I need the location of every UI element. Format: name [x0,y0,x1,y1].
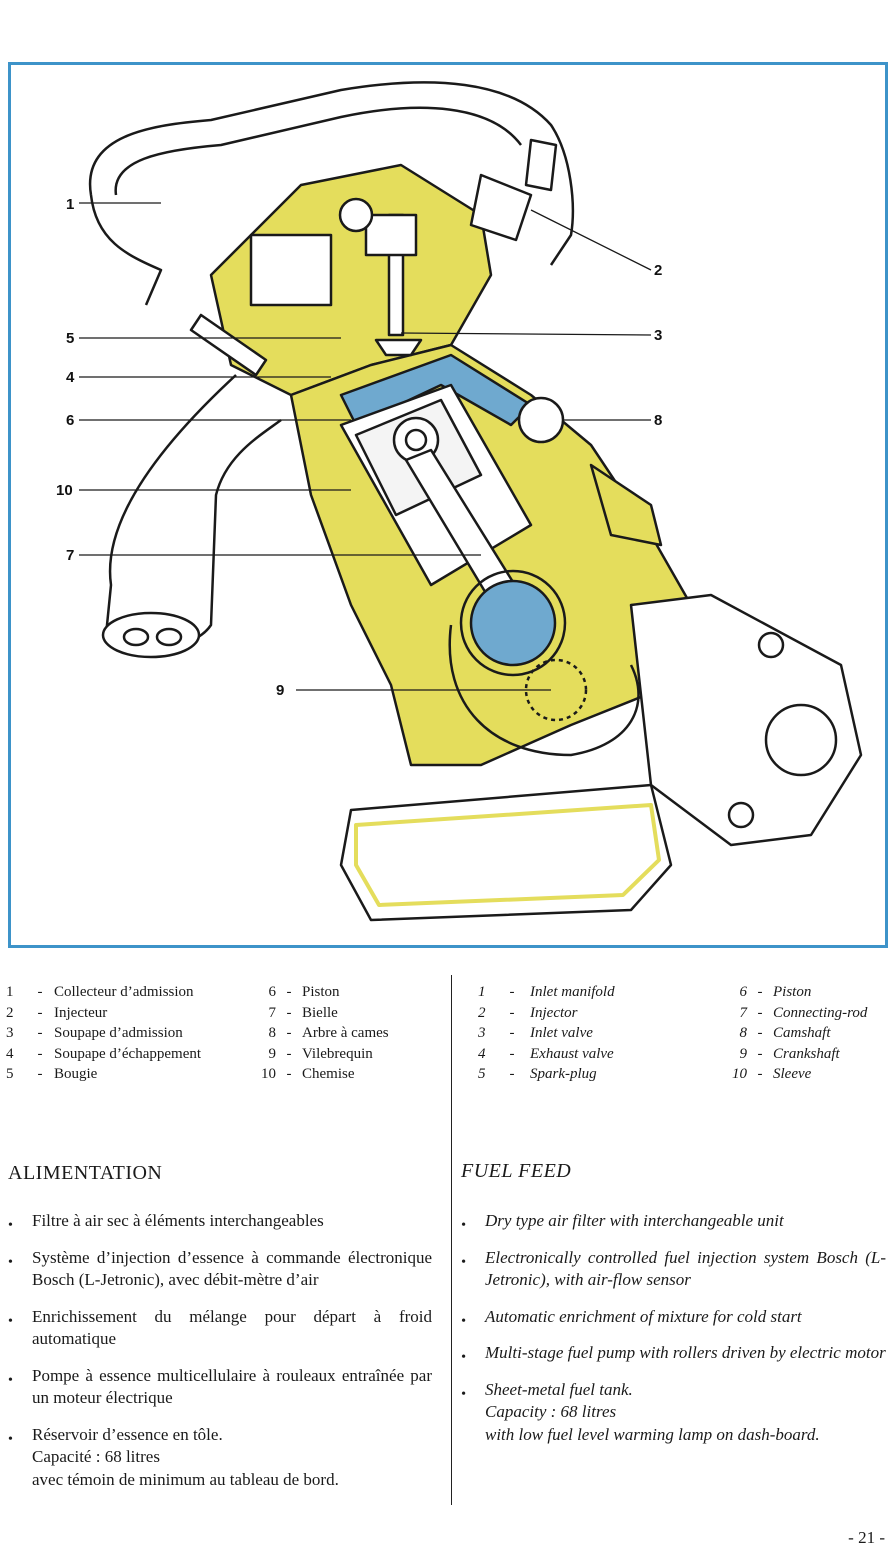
callout-2: 2 [654,262,663,279]
engine-cutaway-figure: 1 2 3 4 5 6 7 8 9 10 [8,62,888,948]
bullet-icon: • [461,1218,466,1233]
callout-4: 4 [66,369,75,386]
legend-row: 4-Exhaust valve [478,1045,614,1062]
legend-french-col2: 6-Piston 7-Bielle 8-Arbre à cames 9-Vile… [254,982,389,1085]
list-item: • Enrichissement du mélange pour départ … [8,1306,432,1349]
legend-row: 9-Vilebrequin [268,1045,373,1062]
bullet-icon: • [8,1372,13,1388]
legend-english-col1: 1-Inlet manifold 2-Injector 3-Inlet valv… [478,982,615,1085]
bullet-icon: • [461,1254,466,1270]
legend-row: 8-Arbre à cames [268,1025,389,1042]
legend-row: 6-Piston [739,984,812,1000]
legend-row: 6-Piston [268,984,340,1000]
bullet-list-fr: • Filtre à air sec à éléments interchang… [8,1210,432,1505]
leader-line-3 [400,332,652,336]
legend-row: 3-Inlet valve [478,1025,593,1042]
page-number: - 21 - [848,1528,885,1547]
bullet-icon: • [461,1386,466,1402]
legend-row: 5-Bougie [6,1066,98,1083]
legend-row: 10-Sleeve [732,1066,812,1083]
list-item: • Pompe à essence multicellulaire à roul… [8,1365,432,1408]
crank-journal [469,579,557,667]
legend-row: 10-Chemise [261,1066,355,1083]
legend-row: 7-Bielle [268,1004,338,1021]
bullet-icon: • [461,1313,466,1329]
callout-10: 10 [56,482,73,499]
injector-body [469,173,533,242]
list-item: • Réservoir d’essence en tôle. Capacité … [8,1424,339,1489]
callout-9: 9 [276,682,285,699]
legend-english-col2: 6-Piston 7-Connecting-rod 8-Camshaft 9-C… [725,982,867,1085]
legend-row: 7-Connecting-rod [739,1004,868,1021]
spark-plug-body [189,313,268,377]
bullet-icon: • [8,1313,13,1329]
callout-6: 6 [66,412,75,429]
list-item: • Sheet-metal fuel tank. Capacity : 68 l… [461,1379,820,1444]
column-divider [451,975,452,1505]
list-item: • Filtre à air sec à éléments interchang… [8,1210,432,1233]
callout-8: 8 [654,412,663,429]
intake-tube [104,374,282,651]
legend-row: 2-Injecteur [6,1004,108,1021]
callout-7: 7 [66,547,75,564]
list-item: • Electronically controlled fuel injecti… [461,1247,886,1290]
bullet-list-en: • Dry type air filter with interchangeab… [461,1210,886,1460]
list-item: • Automatic enrichment of mixture for co… [461,1306,886,1329]
list-item: • Système d’injection d’essence à comman… [8,1247,432,1290]
legend-row: 1-Inlet manifold [478,984,615,1000]
list-item: • Dry type air filter with interchangeab… [461,1210,886,1233]
camshaft [517,396,565,444]
callout-1: 1 [66,196,75,213]
engine-cutaway-drawing [79,81,863,922]
list-item: • Multi-stage fuel pump with rollers dri… [461,1342,886,1365]
legend-row: 9-Crankshaft [739,1045,840,1062]
callout-5: 5 [66,330,75,347]
timing-cover [629,593,863,847]
section-title-fr: ALIMENTATION [8,1162,163,1184]
bullet-icon: • [8,1218,13,1233]
bullet-icon: • [8,1254,13,1270]
legend-row: 1-Collecteur d’admission [6,984,194,1000]
legend-french-col1: 1-Collecteur d’admission 2-Injecteur 3-S… [6,982,201,1085]
bullet-icon: • [8,1431,13,1447]
section-title-en: FUEL FEED [461,1160,572,1182]
legend-row: 4-Soupape d’échappement [6,1045,202,1062]
legend-row: 2-Injector [478,1004,578,1021]
legend-row: 5-Spark-plug [478,1066,597,1083]
callout-3: 3 [654,327,663,344]
bullet-icon: • [461,1350,466,1365]
leader-line-2 [530,209,652,271]
legend-row: 3-Soupape d’admission [6,1025,183,1042]
legend-row: 8-Camshaft [739,1025,831,1042]
